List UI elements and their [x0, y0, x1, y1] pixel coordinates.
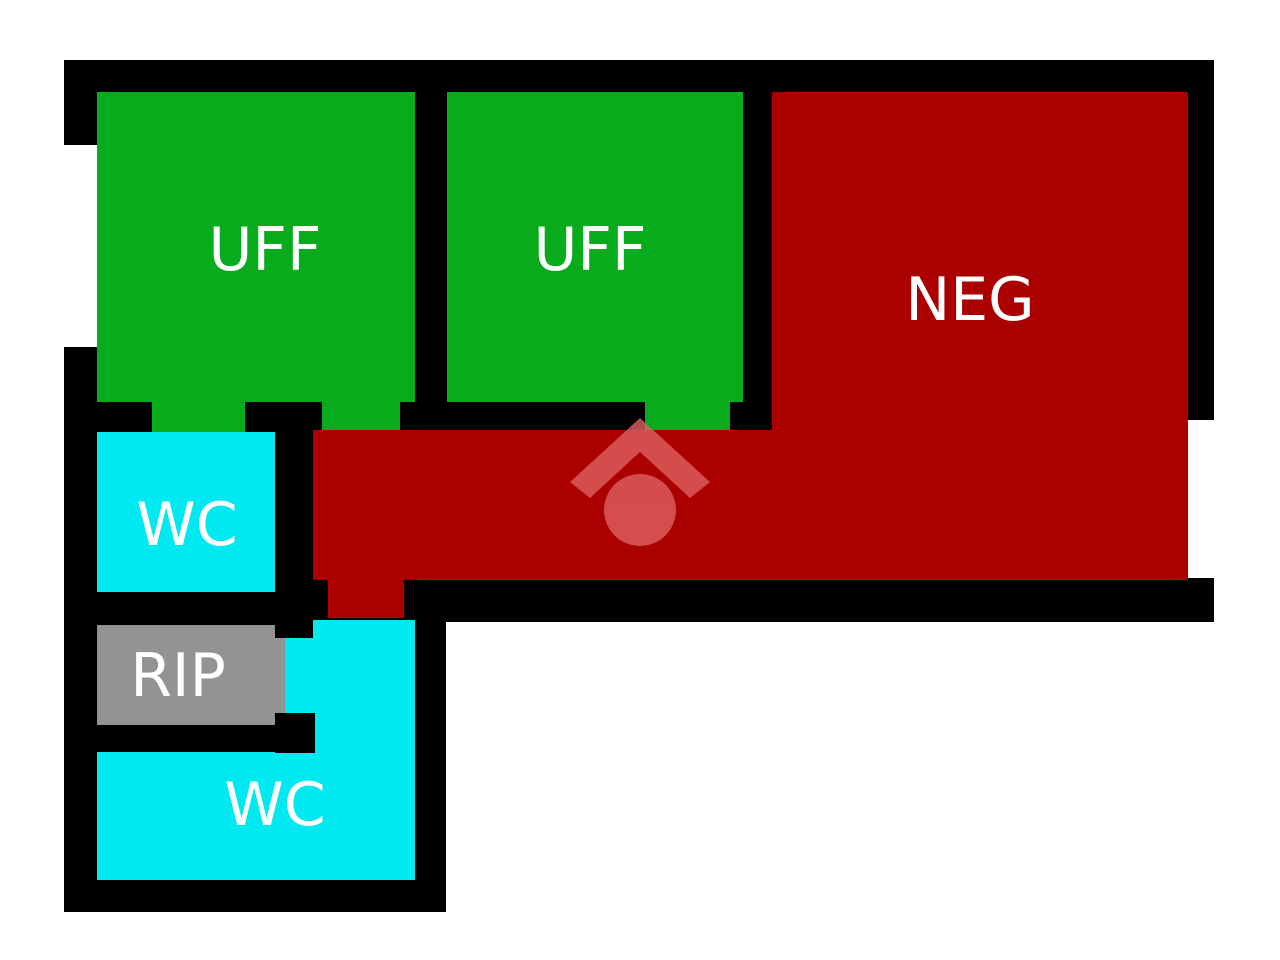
room-uff-1-door-b [322, 400, 400, 432]
room-uff-2-door [645, 400, 730, 432]
room-uff-1 [97, 92, 415, 402]
label-rip: RIP [130, 641, 226, 711]
room-rip [97, 625, 275, 725]
label-wc-1: WC [136, 490, 237, 560]
watermark-dot [604, 474, 676, 546]
room-wc-2-lower [97, 752, 415, 880]
room-neg-corridor-tail [328, 576, 404, 618]
wall-stub-rip-wc2 [275, 713, 315, 753]
room-uff-2 [447, 92, 743, 402]
label-neg: NEG [905, 265, 1034, 335]
label-uff-2: UFF [534, 215, 647, 285]
label-wc-2: WC [224, 770, 325, 840]
room-wc-1 [97, 432, 275, 592]
room-neg-main [772, 92, 1188, 432]
watermark-roof [570, 418, 710, 498]
left-exterior-opening [60, 145, 98, 347]
rooms [97, 92, 1188, 880]
right-exterior-opening [1188, 420, 1218, 578]
wall-stub-corridor-wc2 [275, 592, 313, 638]
room-uff-1-door-a [152, 400, 245, 432]
label-uff-1: UFF [209, 215, 322, 285]
home-logo-icon [570, 418, 710, 546]
wall-openings [60, 145, 1218, 578]
room-neg-corridor [313, 430, 1188, 580]
interior-walls [275, 592, 315, 753]
room-labels: UFF UFF NEG WC RIP WC [130, 215, 1034, 840]
room-rip-extension [270, 625, 285, 713]
